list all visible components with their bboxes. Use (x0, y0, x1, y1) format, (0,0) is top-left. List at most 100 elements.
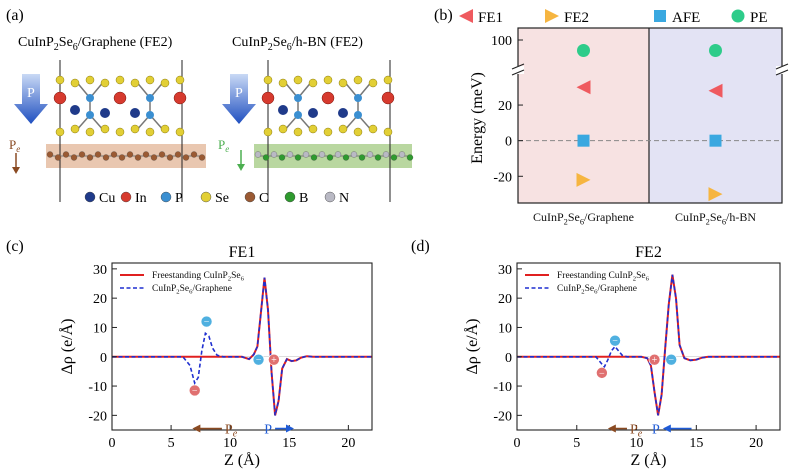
se-atom (85, 75, 95, 85)
marker-fe1 (576, 80, 591, 95)
marker-fe1 (708, 83, 723, 98)
p-arrow-head-icon (662, 424, 671, 433)
legend-label-1: CuInP2Se6/Graphene (152, 284, 232, 296)
layer-atom (390, 154, 398, 161)
legend-atom-cu (84, 191, 96, 203)
ion-sign: − (668, 355, 674, 366)
legend-label-p: P (175, 191, 183, 206)
legend-label-se: Se (215, 191, 229, 206)
legend-label-1-part: /Graphene (192, 284, 232, 294)
axis-break-mark (775, 69, 789, 76)
se-atom (70, 124, 80, 134)
marker-afe (577, 134, 590, 147)
ion-marker (648, 353, 661, 366)
y-tick-label: 20 (93, 292, 107, 307)
ion-marker (200, 315, 213, 328)
x-tick-label: 10 (223, 436, 237, 451)
x-category-label-part: /h-BN (726, 210, 756, 224)
cu-atom (130, 108, 140, 118)
legend-label-0-part: Freestanding CuInP (557, 271, 633, 281)
legend-label-1-part: Se (180, 284, 190, 294)
pe-arrow-label: Pe (225, 423, 238, 440)
se-atom (100, 124, 110, 134)
pe-arrow-label: Pe (630, 423, 643, 440)
cips-slab-left (53, 75, 187, 137)
layer-atom (86, 154, 94, 161)
panel-b-label: (b) (434, 7, 453, 24)
x-tick-label: 0 (514, 436, 521, 451)
se-atom (263, 75, 273, 85)
panel-a-left-title: CuInP2Se6/Graphene (FE2) (18, 35, 173, 53)
se-atom (130, 78, 140, 88)
legend-label-0: Freestanding CuInP2Se6 (557, 271, 650, 283)
ion-sign: − (256, 355, 262, 366)
pe-arrow-left-icon (12, 167, 20, 174)
ion-marker (268, 353, 280, 366)
ion-marker (665, 353, 678, 366)
cips-slab-right (261, 75, 395, 137)
se-atom (70, 78, 80, 88)
p-arrow-label: P (264, 423, 272, 438)
layer-atom (350, 151, 358, 158)
x-category-label-part: 6 (722, 217, 726, 226)
in-atom (173, 91, 187, 105)
se-atom (130, 124, 140, 134)
layer-atom (318, 151, 326, 158)
marker-pe (577, 44, 590, 57)
legend-label-0-part: 2 (228, 276, 231, 283)
se-atom (145, 127, 155, 137)
legend-label-1-part: Se (585, 284, 595, 294)
legend-atom-in (120, 191, 132, 203)
legend-label-1-part: /Graphene (597, 284, 637, 294)
legend-label-c: C (259, 191, 268, 206)
p-atom (86, 94, 94, 102)
legend-label-cu: Cu (99, 191, 115, 206)
x-tick-label: 15 (282, 436, 296, 451)
legend-atom-se (200, 191, 212, 203)
se-atom (175, 75, 185, 85)
y-tick-label: 20 (498, 99, 512, 114)
pe-arrow-label-part: e (233, 429, 238, 440)
layer-atom (366, 151, 374, 158)
layer-atom (110, 151, 118, 158)
cu-atom (278, 105, 288, 115)
legend-label-1-part: 2 (176, 289, 179, 296)
axis-break-mark (511, 63, 525, 70)
x-category-label-part: CuInP (533, 210, 564, 224)
polarization-arrow-icon (14, 74, 48, 124)
layer-atom (70, 154, 78, 161)
legend-label-1: CuInP2Se6/Graphene (557, 284, 637, 296)
legend-atom-n (324, 191, 336, 203)
layer-atom (302, 151, 310, 158)
p-arrow-label: P (652, 423, 660, 438)
chart-title: FE2 (635, 244, 662, 261)
legend-marker-afe (654, 10, 666, 22)
se-atom (338, 124, 348, 134)
ion-sign: − (612, 336, 618, 347)
background-hbn (649, 28, 782, 203)
legend-label-1-part: 6 (594, 289, 598, 296)
y-tick-label: 20 (498, 292, 512, 307)
layer-atom (334, 151, 342, 158)
layer-atom (398, 151, 406, 158)
y-tick-label: -10 (493, 380, 512, 395)
legend-label-fe2: FE2 (564, 10, 589, 26)
se-atom (160, 124, 170, 134)
p-atom (354, 111, 362, 119)
legend-atom-p (160, 191, 172, 203)
se-atom (55, 75, 65, 85)
series-line-1 (517, 274, 780, 416)
x-category-label-part: /Graphene (584, 210, 634, 224)
ion-sign: − (192, 386, 198, 397)
se-atom (115, 75, 125, 85)
layer-atom (118, 154, 126, 161)
x-tick-label: 20 (341, 436, 355, 451)
layer-atom (166, 154, 174, 161)
p-atom (354, 94, 362, 102)
x-category-label-part: 6 (580, 217, 584, 226)
y-axis-label: Δρ (e/Å) (463, 318, 481, 374)
pe-arrow-head-icon (607, 424, 616, 433)
layer-atom (102, 154, 110, 161)
legend-label-b: B (299, 191, 308, 206)
